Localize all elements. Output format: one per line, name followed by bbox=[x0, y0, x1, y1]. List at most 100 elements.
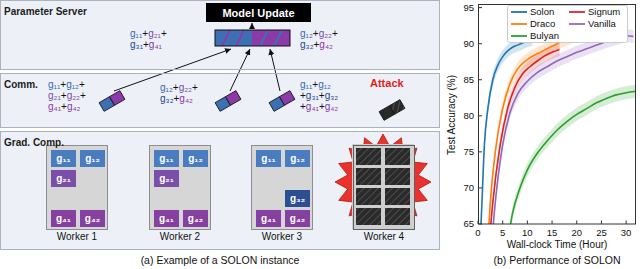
legend-line-sample bbox=[511, 35, 527, 37]
tick-label: 15 bbox=[547, 227, 558, 238]
legend-line-sample bbox=[511, 23, 527, 25]
gradient-term: + bbox=[61, 90, 67, 101]
legend-line-sample bbox=[569, 11, 585, 13]
gradient-sum: g₁₂+g₂₂+ g₃₂+g₄₂ bbox=[160, 82, 198, 104]
gradient-term: g₄₂ bbox=[67, 101, 81, 112]
gradient-name: g₂₁ bbox=[159, 173, 174, 185]
gradient-term: g₄₁ bbox=[306, 101, 319, 112]
gradient-term: g₁₁ bbox=[300, 79, 312, 90]
gradient-term: g₄₂ bbox=[319, 39, 333, 50]
band-fill bbox=[0, 131, 440, 250]
aggregated-vector bbox=[215, 30, 290, 46]
attacked-worker-box: Worker 4 bbox=[353, 145, 415, 230]
gradient-term: + bbox=[300, 90, 306, 101]
tick-mark bbox=[479, 7, 483, 8]
vector-stripe bbox=[222, 30, 230, 46]
gradient-term: g₄₁ bbox=[149, 39, 162, 50]
gradient-term: g₄₂ bbox=[179, 93, 193, 104]
gradient-block: g₄₂ bbox=[285, 210, 310, 227]
tick-mark bbox=[479, 151, 483, 152]
corrupted-block bbox=[356, 208, 381, 225]
gradient-name: g₂₁ bbox=[56, 173, 71, 185]
plot-area bbox=[479, 29, 636, 224]
gradient-block: g₄₁ bbox=[256, 210, 281, 227]
tick-label: 20 bbox=[571, 227, 582, 238]
worker-label: Worker 1 bbox=[35, 231, 119, 243]
gradient-name: g₁₁ bbox=[56, 153, 70, 165]
gradient-term: g₄₁ bbox=[48, 101, 61, 112]
worker-label: Worker 3 bbox=[240, 231, 324, 243]
gradient-term: + bbox=[173, 82, 179, 93]
gradient-term: + bbox=[79, 79, 85, 90]
sent-vector bbox=[269, 91, 295, 112]
gradient-term: g₁₂ bbox=[66, 79, 79, 90]
gradient-term: g₂₂ bbox=[319, 28, 332, 39]
legend-label: Draco bbox=[530, 18, 555, 30]
layer-band: Parameter ServerModel Update bbox=[0, 0, 440, 70]
legend-label: Vanilla bbox=[588, 18, 616, 30]
band-label: Comm. bbox=[1, 77, 41, 93]
tick-mark bbox=[479, 115, 483, 116]
gradient-term: + bbox=[174, 93, 180, 104]
legend-label: Solon bbox=[530, 6, 554, 18]
plot-frame bbox=[479, 5, 636, 225]
gradient-name: g₁₂ bbox=[290, 153, 305, 165]
legend-line-sample bbox=[569, 23, 585, 25]
gradient-term: g₁₂ bbox=[318, 79, 331, 90]
attack-burst bbox=[335, 134, 431, 230]
gradient-term: + bbox=[312, 79, 318, 90]
vector-stripe bbox=[236, 30, 244, 46]
upload-arrow bbox=[230, 49, 250, 91]
gradient-term: g₁₁ bbox=[48, 79, 60, 90]
gradient-term: + bbox=[314, 39, 320, 50]
corrupted-block bbox=[356, 188, 381, 205]
gradient-term: + bbox=[80, 90, 86, 101]
gradient-name: g₁₁ bbox=[261, 153, 275, 165]
vector-half bbox=[252, 30, 290, 46]
tick-label: 5 bbox=[500, 227, 505, 238]
tick-label: 0 bbox=[475, 227, 480, 238]
tick-mark bbox=[552, 221, 553, 225]
gradient-term: + bbox=[300, 101, 306, 112]
tick-mark bbox=[478, 221, 479, 225]
worker-box: Worker 2g₁₁g₁₂g₂₁g₄₁g₄₂ bbox=[149, 145, 211, 230]
gradient-sum: g₁₁+g₂₁+ g₃₁+g₄₁ bbox=[130, 28, 167, 50]
gradient-block: g₁₂ bbox=[183, 150, 208, 167]
tick-mark bbox=[626, 221, 627, 225]
tick-label: 30 bbox=[621, 227, 632, 238]
worker-box: Worker 3g₁₁g₁₂g₃₂g₄₁g₄₂ bbox=[251, 145, 313, 230]
gradient-block: g₄₁ bbox=[51, 210, 76, 227]
gradient-term: g₃₂ bbox=[325, 90, 339, 101]
gradient-term: + bbox=[313, 28, 319, 39]
box-label: Model Update bbox=[222, 7, 294, 19]
gradient-block: g₁₁ bbox=[154, 150, 179, 167]
accuracy-curve bbox=[505, 91, 636, 224]
tick-mark bbox=[601, 221, 602, 225]
gradient-term: g₁₁ bbox=[130, 28, 142, 39]
tick-mark bbox=[576, 221, 577, 225]
gradient-block: g₂₁ bbox=[51, 170, 76, 187]
gradient-block: g₄₂ bbox=[183, 210, 208, 227]
tick-label: 85 bbox=[448, 74, 474, 86]
legend-label: Signum bbox=[588, 6, 620, 18]
tick-label: 95 bbox=[448, 2, 474, 14]
gradient-term: g₁₂ bbox=[300, 28, 313, 39]
gradient-term: + bbox=[60, 79, 66, 90]
tick-label: 70 bbox=[448, 182, 474, 194]
tick-label: 80 bbox=[448, 110, 474, 122]
gradient-block: g₂₁ bbox=[154, 170, 179, 187]
sent-vector bbox=[215, 91, 241, 112]
model-update-box: Model Update bbox=[206, 3, 311, 22]
gradient-term: + bbox=[319, 101, 325, 112]
gradient-term: + bbox=[319, 90, 325, 101]
tick-label: 10 bbox=[522, 227, 533, 238]
tick-label: 65 bbox=[448, 218, 474, 230]
gradient-term: g₃₁ bbox=[130, 39, 143, 50]
gradient-term: g₂₂ bbox=[67, 90, 80, 101]
accuracy-curve bbox=[490, 36, 633, 224]
gradient-name: g₁₁ bbox=[159, 153, 173, 165]
gradient-name: g₄₂ bbox=[290, 213, 305, 225]
gradient-sum: g₁₁+g₁₂ +g₃₁+g₃₂ +g₄₁+g₄₂ bbox=[300, 79, 338, 112]
worker-label: Worker 2 bbox=[138, 231, 222, 243]
